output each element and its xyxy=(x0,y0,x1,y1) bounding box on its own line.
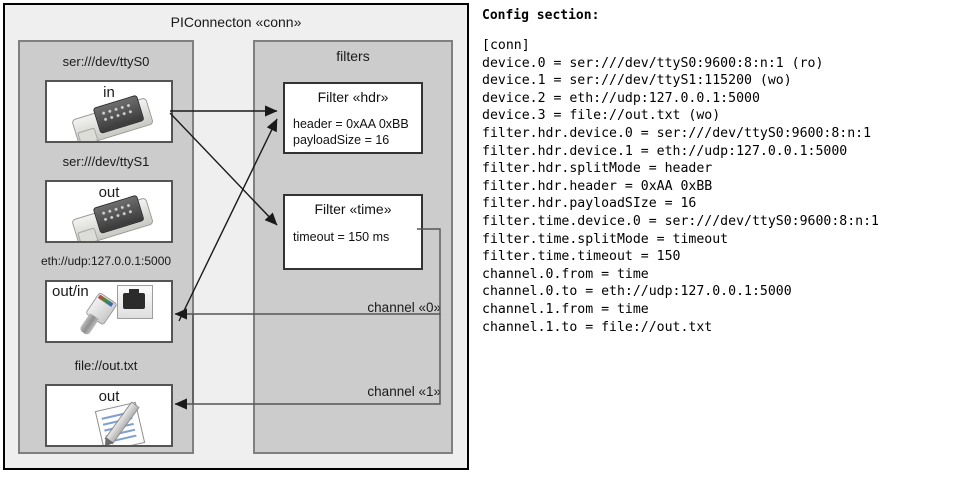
device-box-text: in xyxy=(103,84,115,101)
device-box-text: out xyxy=(98,184,120,201)
devices-panel: ser:///dev/ttyS0 in ser:///dev/ttyS1 out… xyxy=(18,40,194,454)
filter-box-time[interactable]: Filter «time» timeout = 150 ms xyxy=(283,194,423,270)
device-box-ttys1-out[interactable]: out xyxy=(45,180,173,243)
device-box-ttys0-in[interactable]: in xyxy=(45,80,173,143)
device-box-text: out/in xyxy=(52,283,89,300)
device-box-file-out[interactable]: out xyxy=(45,384,173,447)
device-label-ttys1: ser:///dev/ttyS1 xyxy=(62,154,150,169)
filter-prop-payloadsize: payloadSize = 16 xyxy=(293,133,390,147)
device-box-eth-outin[interactable]: out/in xyxy=(45,280,173,343)
text-file-icon xyxy=(94,401,161,445)
filters-panel: filters Filter «hdr» header = 0xAA 0xBB … xyxy=(253,40,453,454)
ethernet-plug-icon xyxy=(113,284,155,324)
diagram: PIConnecton «conn» ser:///dev/ttyS0 in s… xyxy=(3,3,469,470)
filter-title: Filter «time» xyxy=(314,201,392,217)
channel-label-1: channel «1» xyxy=(367,384,441,399)
device-label-file: file://out.txt xyxy=(74,358,138,373)
filter-prop-timeout: timeout = 150 ms xyxy=(293,230,390,244)
filter-prop-header: header = 0xAA 0xBB xyxy=(293,117,409,131)
config-text: [conn] device.0 = ser:///dev/ttyS0:9600:… xyxy=(482,38,879,335)
config-section: Config section: [conn] device.0 = ser://… xyxy=(482,8,960,336)
config-heading: Config section: xyxy=(482,8,600,23)
filters-panel-title: filters xyxy=(336,48,370,64)
device-label-ttys0: ser:///dev/ttyS0 xyxy=(62,54,150,69)
diagram-title: PIConnecton «conn» xyxy=(170,14,302,30)
filter-box-hdr[interactable]: Filter «hdr» header = 0xAA 0xBB payloadS… xyxy=(283,82,423,154)
filter-title: Filter «hdr» xyxy=(317,89,389,105)
channel-label-0: channel «0» xyxy=(367,300,441,315)
device-box-text: out xyxy=(98,388,120,405)
device-label-eth: eth://udp:127.0.0.1:5000 xyxy=(40,254,172,268)
